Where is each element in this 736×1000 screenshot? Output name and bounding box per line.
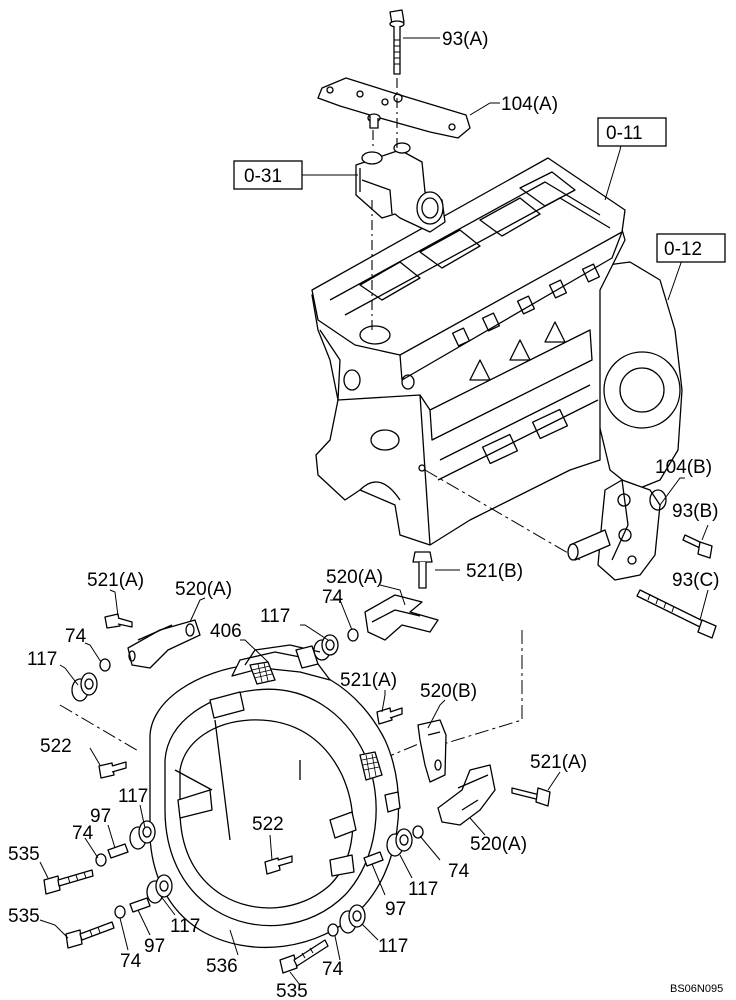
bolt-535-upper	[43, 869, 94, 895]
callout-520a-left: 520(A)	[175, 579, 232, 600]
callout-74-a: 74	[322, 587, 344, 608]
grommet-117-bottom	[339, 904, 366, 934]
callout-535-b: 535	[8, 906, 40, 927]
bolt-521a-right	[511, 787, 551, 807]
bolt-521a-left	[104, 613, 133, 629]
ref-box-label: 0-31	[244, 166, 282, 187]
callout-522-b: 522	[252, 814, 284, 835]
leader-lines	[39, 37, 709, 986]
washer-74-upper	[95, 853, 107, 867]
grommet-117-mid-left	[129, 820, 156, 850]
collar-97-upper	[107, 843, 129, 859]
bolt-93a	[389, 9, 405, 75]
callout-117-f: 117	[378, 936, 408, 957]
bracket-104b	[567, 479, 667, 581]
callout-97-b: 97	[385, 899, 406, 920]
callout-535-a: 535	[8, 844, 40, 865]
callout-97-c: 97	[144, 936, 165, 957]
ref-box-label: 0-11	[606, 123, 643, 144]
callout-93b: 93(B)	[672, 501, 718, 522]
callout-74-b: 74	[65, 626, 87, 647]
callout-521a-right: 521(A)	[530, 752, 587, 773]
ref-box-0-31: 0-31	[233, 160, 303, 190]
callout-520b: 520(B)	[420, 681, 477, 702]
grommet-117-lower-left	[146, 874, 173, 904]
callout-117-e: 117	[170, 916, 200, 937]
engine-block	[311, 157, 683, 546]
bracket-520a-right	[437, 764, 496, 826]
callout-74-c: 74	[72, 823, 94, 844]
bracket-104a	[317, 77, 471, 139]
callout-117-b: 117	[27, 649, 57, 670]
thermostat-housing	[355, 142, 446, 233]
bolt-522-mid	[264, 855, 293, 875]
callout-520a-top: 520(A)	[326, 567, 383, 588]
ref-box-label: 0-12	[664, 239, 702, 260]
callout-117-c: 117	[118, 786, 148, 807]
collar-97-lower	[129, 897, 151, 913]
washer-74-left	[99, 658, 111, 672]
callout-117-a: 117	[260, 606, 290, 627]
callout-97-a: 97	[90, 806, 111, 827]
callout-labels: 93(A) 104(A) 104(B) 93(B) 93(C) 521(B) 5…	[8, 29, 720, 1000]
bolt-522-left	[98, 761, 127, 779]
washer-74-bottom	[327, 923, 339, 937]
collar-97-right	[363, 851, 384, 867]
callout-520a-right: 520(A)	[470, 834, 527, 855]
washer-74-top	[347, 628, 359, 642]
callout-521a-left: 521(A)	[87, 570, 144, 591]
callout-74-d: 74	[448, 861, 470, 882]
callout-535-c: 535	[276, 981, 308, 1000]
callout-521b: 521(B)	[466, 561, 523, 582]
ref-box-0-12: 0-12	[656, 233, 726, 263]
washer-74-right	[412, 825, 424, 839]
diagram-code: BS06N095	[670, 983, 723, 995]
callout-117-d: 117	[408, 879, 438, 900]
grommet-117-left	[71, 672, 98, 702]
callout-522-a: 522	[40, 736, 72, 757]
grommet-117-top	[313, 634, 339, 661]
callout-104a: 104(A)	[501, 94, 558, 115]
callout-93a: 93(A)	[442, 29, 488, 50]
washer-74-lower	[114, 905, 126, 919]
bolt-535-bottom	[279, 939, 329, 974]
bracket-520a-top	[364, 594, 439, 641]
bolt-93b	[682, 534, 713, 559]
callout-536: 536	[206, 956, 238, 977]
grommet-117-right	[386, 828, 413, 857]
callout-521a-mid: 521(A)	[340, 670, 397, 691]
ref-box-0-11: 0-11	[597, 117, 667, 147]
fan-shroud	[149, 644, 401, 948]
callout-74-f: 74	[322, 959, 344, 980]
callout-104b: 104(B)	[655, 457, 712, 478]
bracket-520a-left	[127, 619, 201, 669]
bracket-520b	[417, 719, 447, 783]
callout-93c: 93(C)	[672, 570, 720, 591]
bolt-93c	[636, 589, 717, 639]
bolt-535-lower	[65, 921, 115, 949]
callout-74-e: 74	[120, 951, 142, 972]
bolt-521a-mid	[376, 707, 403, 725]
bolt-521b	[412, 551, 433, 589]
callout-406: 406	[210, 621, 242, 642]
